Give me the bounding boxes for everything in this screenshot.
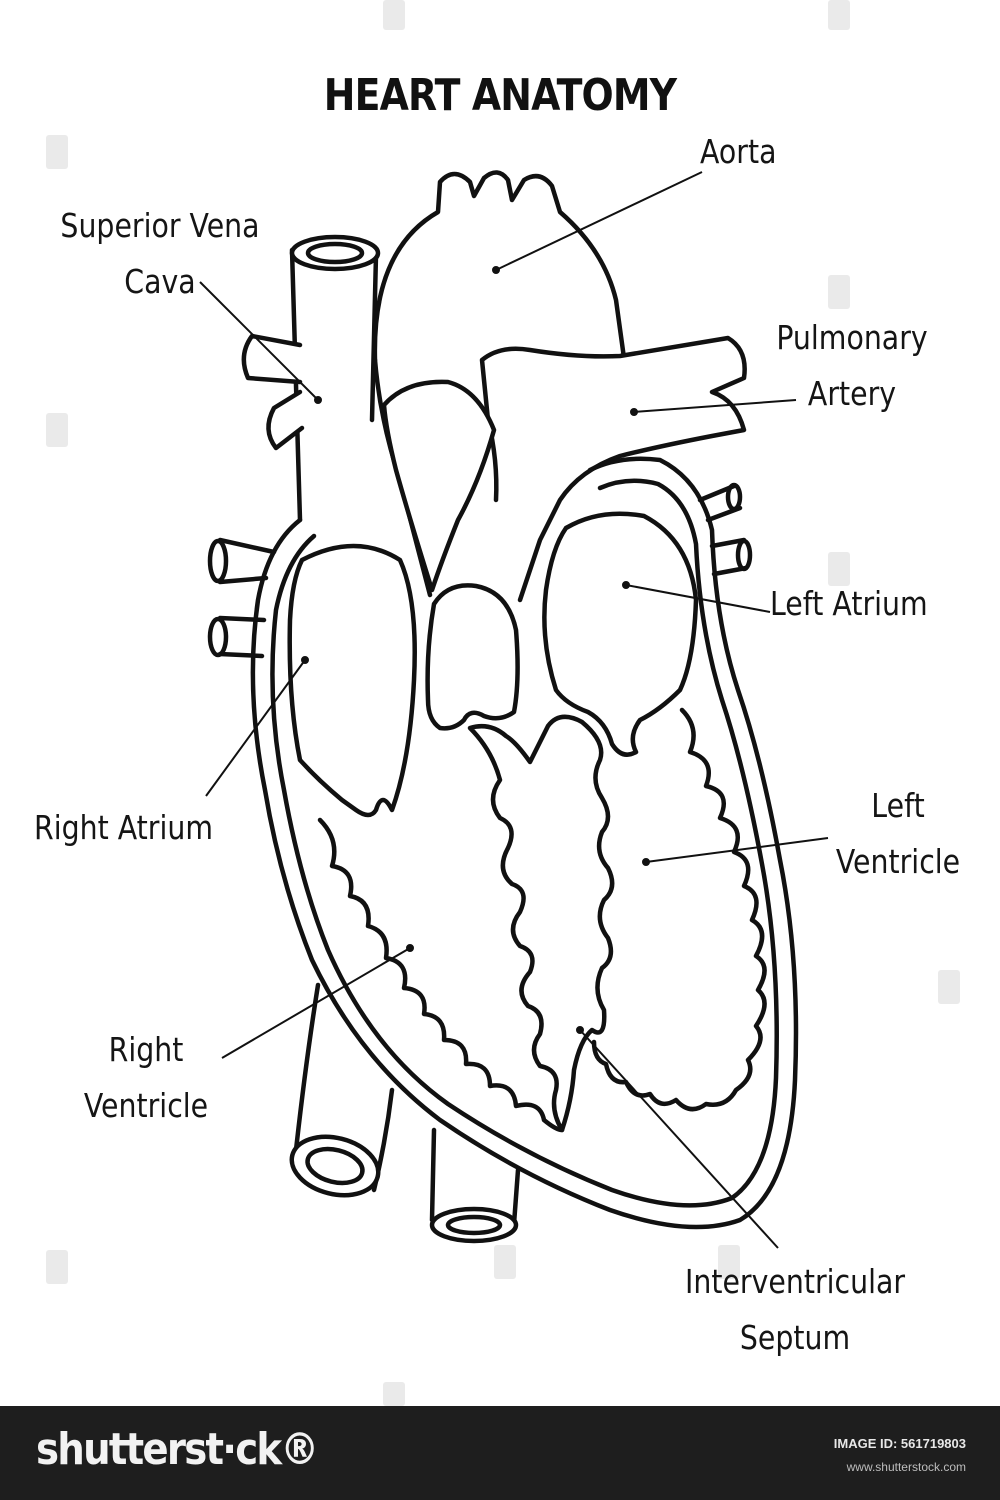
site-url-text: www.shutterstock.com — [846, 1460, 966, 1474]
label-aorta: Aorta — [700, 132, 777, 171]
label-right-atrium: Right Atrium — [34, 808, 213, 847]
image-id-text: IMAGE ID: 561719803 — [833, 1436, 966, 1451]
aortic-root-loop — [381, 379, 497, 593]
label-left-atrium: Left Atrium — [770, 584, 928, 623]
descending-aorta-shape — [429, 1127, 521, 1244]
left-side-veins-shape — [207, 537, 277, 659]
footer-bar: shutterst·ck® IMAGE ID: 561719803 www.sh… — [0, 1406, 1000, 1500]
label-right-ventricle: Right Ventricle — [83, 1030, 209, 1125]
label-interventricular-septum: Interventricular Septum — [684, 1262, 906, 1357]
label-left-ventricle: Left Ventricle — [835, 786, 961, 881]
right-atrium-chamber — [287, 543, 417, 818]
left-atrium-chamber — [542, 511, 699, 757]
label-superior-vena-cava: Superior Vena Cava — [60, 206, 260, 301]
superior-vena-cava-shape — [241, 234, 381, 523]
left-ventricle-trabeculae — [591, 707, 767, 1112]
interventricular-septum-shape — [467, 714, 615, 1133]
inferior-vena-cava-shape — [289, 982, 395, 1198]
pulmonary-valve-loop — [425, 583, 520, 731]
diagram-stage: HEART ANATOMY Aorta Superior Vena Cava P… — [34, 0, 961, 1406]
label-pulmonary-artery: Pulmonary Artery — [776, 318, 928, 413]
heart-inner-wall — [270, 478, 779, 1208]
pulmonary-veins-shape — [697, 482, 753, 577]
page-title: HEART ANATOMY — [323, 70, 677, 121]
brand-logo: shutterst·ck® — [36, 1424, 319, 1475]
right-ventricle-trabeculae — [317, 817, 565, 1133]
leader-lines — [199, 171, 829, 1249]
heart-diagram — [46, 0, 960, 1406]
